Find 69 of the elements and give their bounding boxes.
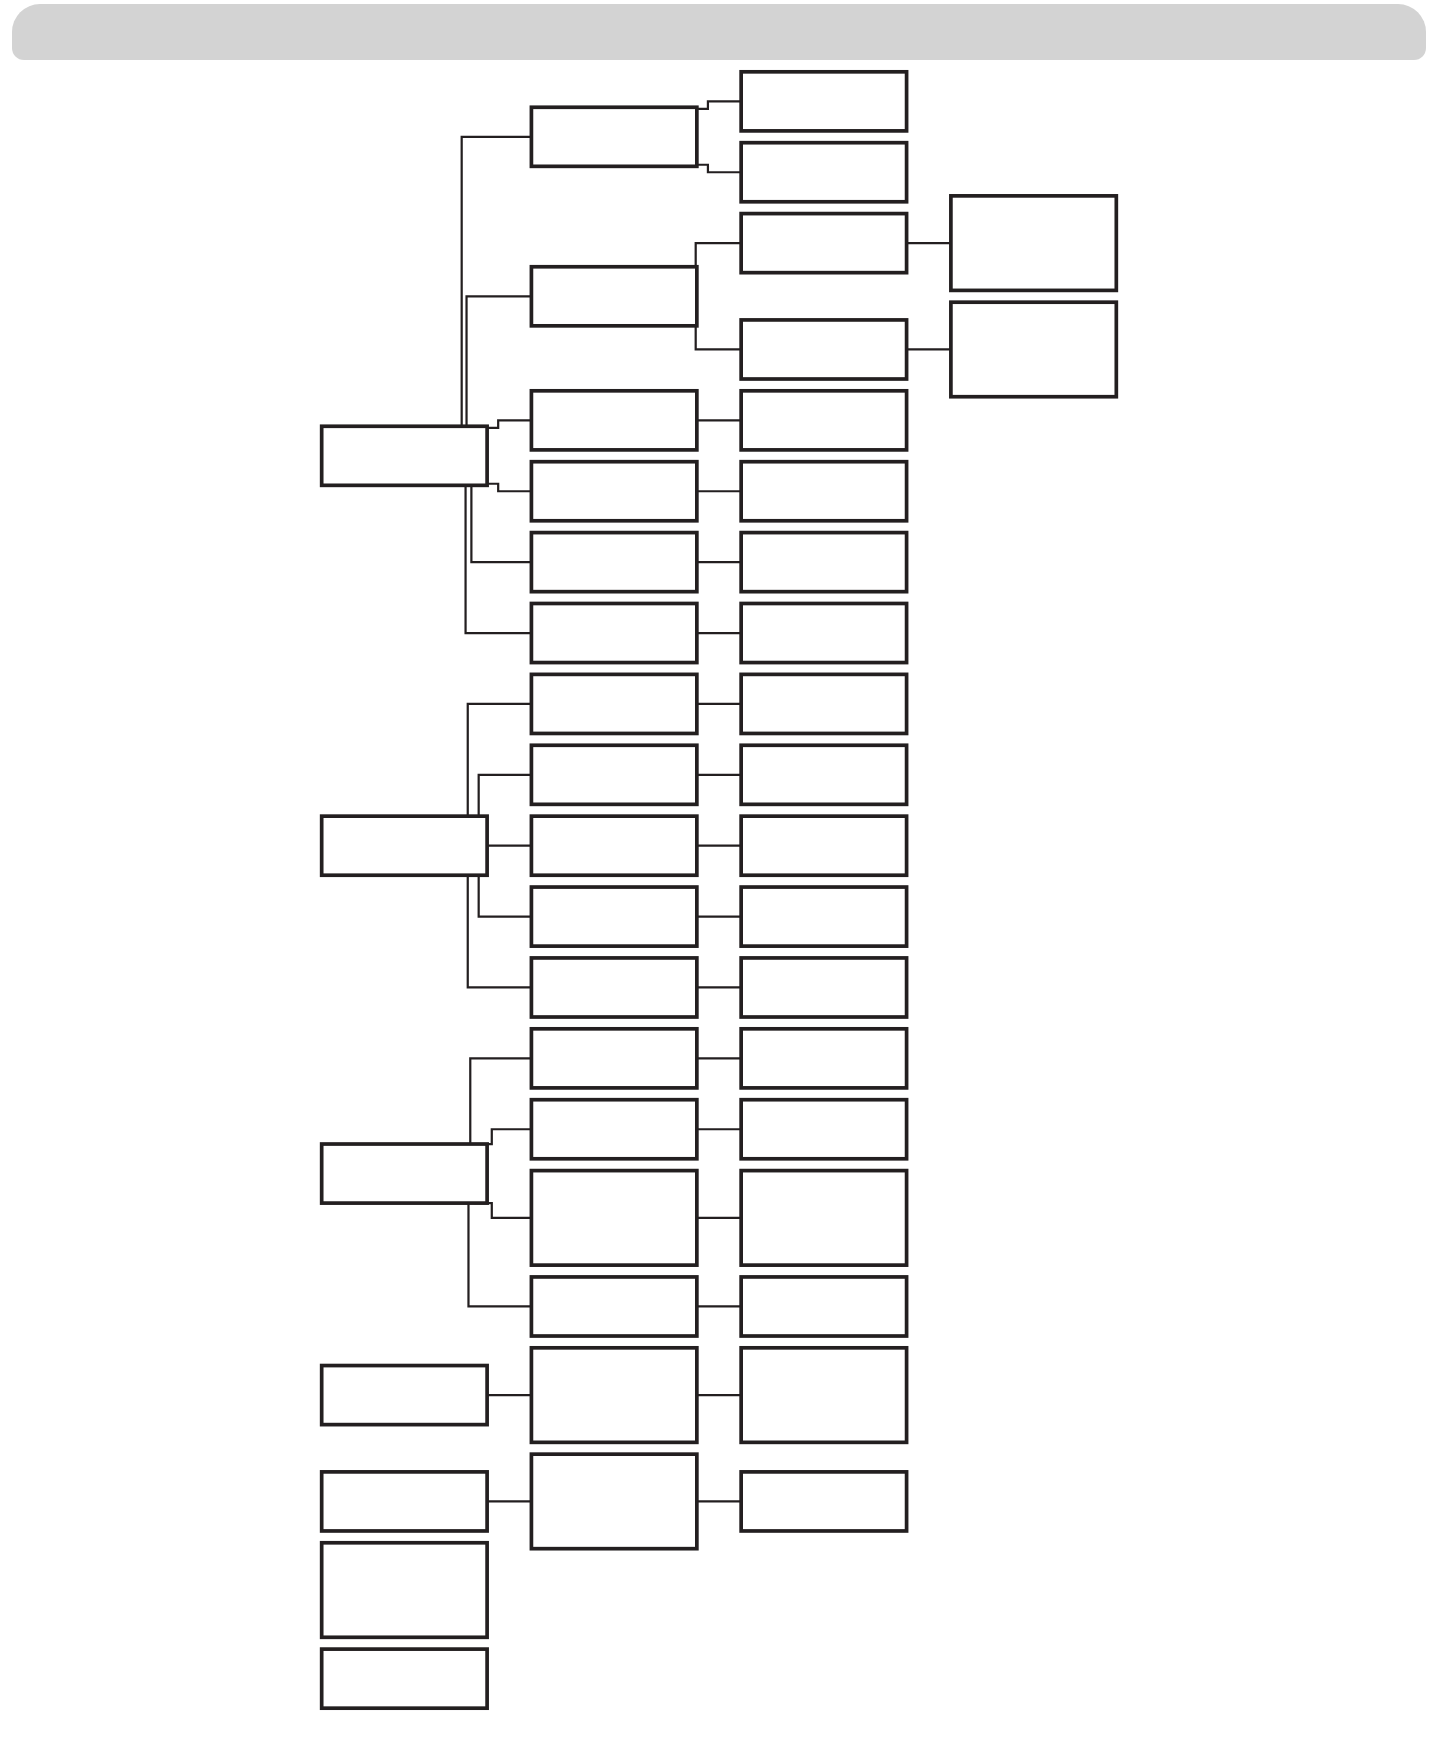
connector [696, 1305, 742, 1308]
node-box [739, 1168, 909, 1267]
node-box [739, 814, 909, 878]
node-box [529, 743, 699, 807]
connector [696, 631, 742, 635]
connector [906, 348, 951, 351]
node-box [529, 1027, 699, 1090]
connector [696, 915, 742, 918]
node-box [529, 459, 699, 523]
connector [696, 163, 742, 174]
node-box [739, 459, 909, 523]
node-box [739, 672, 909, 736]
node-box [529, 1097, 699, 1161]
node-box [949, 194, 1119, 293]
node-box [529, 264, 699, 328]
node-box [739, 1027, 909, 1090]
node-box [319, 1142, 489, 1205]
node-box [529, 1346, 699, 1445]
connector [696, 773, 742, 776]
node-box [739, 1275, 909, 1338]
node-box [319, 424, 489, 488]
node-box [529, 1452, 699, 1551]
connector [696, 100, 742, 110]
connector [696, 1394, 742, 1397]
connector [696, 1500, 742, 1503]
node-box [529, 672, 699, 736]
node-box [739, 69, 909, 133]
node-box [529, 885, 699, 948]
node-box [529, 105, 699, 169]
node-box [319, 1470, 489, 1533]
connector [696, 844, 742, 847]
node-box [319, 814, 489, 878]
node-box [739, 885, 909, 948]
connector [487, 1500, 532, 1503]
connector [487, 1394, 532, 1397]
node-box [739, 211, 909, 275]
connector [696, 1216, 742, 1219]
connector [906, 242, 951, 245]
node-box [739, 743, 909, 807]
connector [696, 986, 742, 989]
node-box [319, 1540, 489, 1640]
connector [487, 419, 532, 429]
node-box [739, 601, 909, 665]
connector [696, 419, 742, 422]
connector [696, 490, 742, 493]
connector [696, 702, 742, 705]
node-box [529, 1275, 699, 1338]
connector [487, 482, 532, 493]
node-box [739, 388, 909, 452]
connector [696, 1057, 742, 1060]
node-box [739, 1470, 909, 1533]
node-box [739, 1346, 909, 1445]
node-box [319, 1363, 489, 1427]
node-box [529, 814, 699, 878]
node-box [949, 300, 1119, 399]
node-box [529, 956, 699, 1019]
node-box [739, 140, 909, 204]
node-box [529, 601, 699, 665]
node-box [529, 530, 699, 594]
node-box [739, 530, 909, 594]
node-box [739, 318, 909, 381]
connector [487, 844, 532, 847]
node-box [739, 956, 909, 1019]
node-box [529, 388, 699, 452]
node-box [739, 1097, 909, 1161]
connector [696, 1128, 742, 1131]
connector [696, 561, 742, 564]
node-box [319, 1647, 489, 1711]
node-box [529, 1168, 699, 1267]
